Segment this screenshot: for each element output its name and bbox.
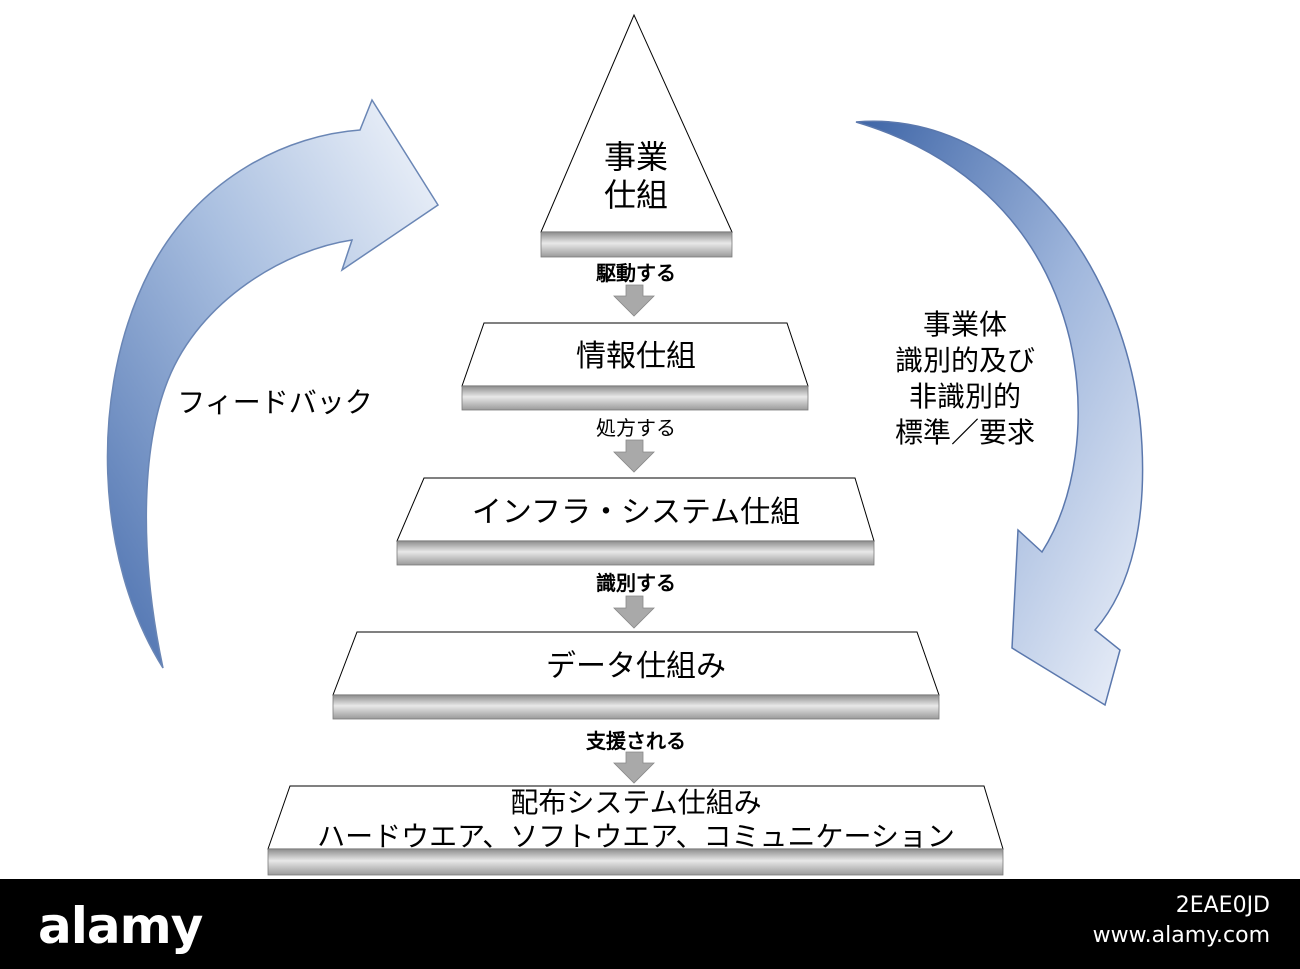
connector-arrow-4 [613, 751, 655, 784]
connector-label-3: 識別する [596, 571, 676, 595]
connector-arrow-3 [613, 595, 655, 629]
connector-label-1: 駆動する [596, 261, 676, 285]
level-business [540, 13, 733, 258]
watermark-url: www.alamy.com [1092, 923, 1270, 948]
standards-label-line-4: 標準／要求 [895, 416, 1035, 449]
level-distribution [267, 785, 1004, 876]
level-information [461, 322, 809, 411]
level-business-line-2: 仕組 [604, 176, 668, 214]
level-data [332, 631, 940, 720]
standards-label-line-3: 非識別的 [909, 380, 1021, 413]
standards-arrow [855, 120, 1144, 707]
watermark-image-id: 2EAE0JD [1175, 893, 1270, 918]
connector-arrow-2 [613, 439, 655, 473]
feedback-arrow [106, 98, 440, 669]
connector-label-2: 処方する [596, 416, 676, 440]
level-data-label: データ仕組み [546, 649, 726, 684]
level-information-label: 情報仕組 [576, 339, 696, 374]
standards-label-line-1: 事業体 [923, 308, 1007, 341]
level-business-line-1: 事業 [604, 138, 668, 176]
level-infrastructure-label: インフラ・システム仕組 [472, 495, 800, 530]
level-distribution-line-2: ハードウエア、ソフトウエア、コミュニケーション [317, 820, 955, 853]
watermark-logo: alamy [38, 897, 203, 955]
feedback-label: フィードバック [177, 386, 372, 419]
architecture-diagram: 事業 仕組 情報仕組 インフラ・システム仕組 データ仕組み 配布システム仕組み … [106, 13, 1144, 876]
level-infrastructure [396, 477, 875, 566]
level-distribution-line-1: 配布システム仕組み [510, 786, 761, 819]
watermark-info: 2EAE0JD www.alamy.com [1093, 891, 1270, 951]
connector-arrow-1 [613, 284, 655, 317]
connector-label-4: 支援される [586, 729, 686, 753]
standards-label-line-2: 識別的及び [895, 344, 1035, 377]
watermark-bar: alamy 2EAE0JD www.alamy.com [0, 879, 1300, 969]
